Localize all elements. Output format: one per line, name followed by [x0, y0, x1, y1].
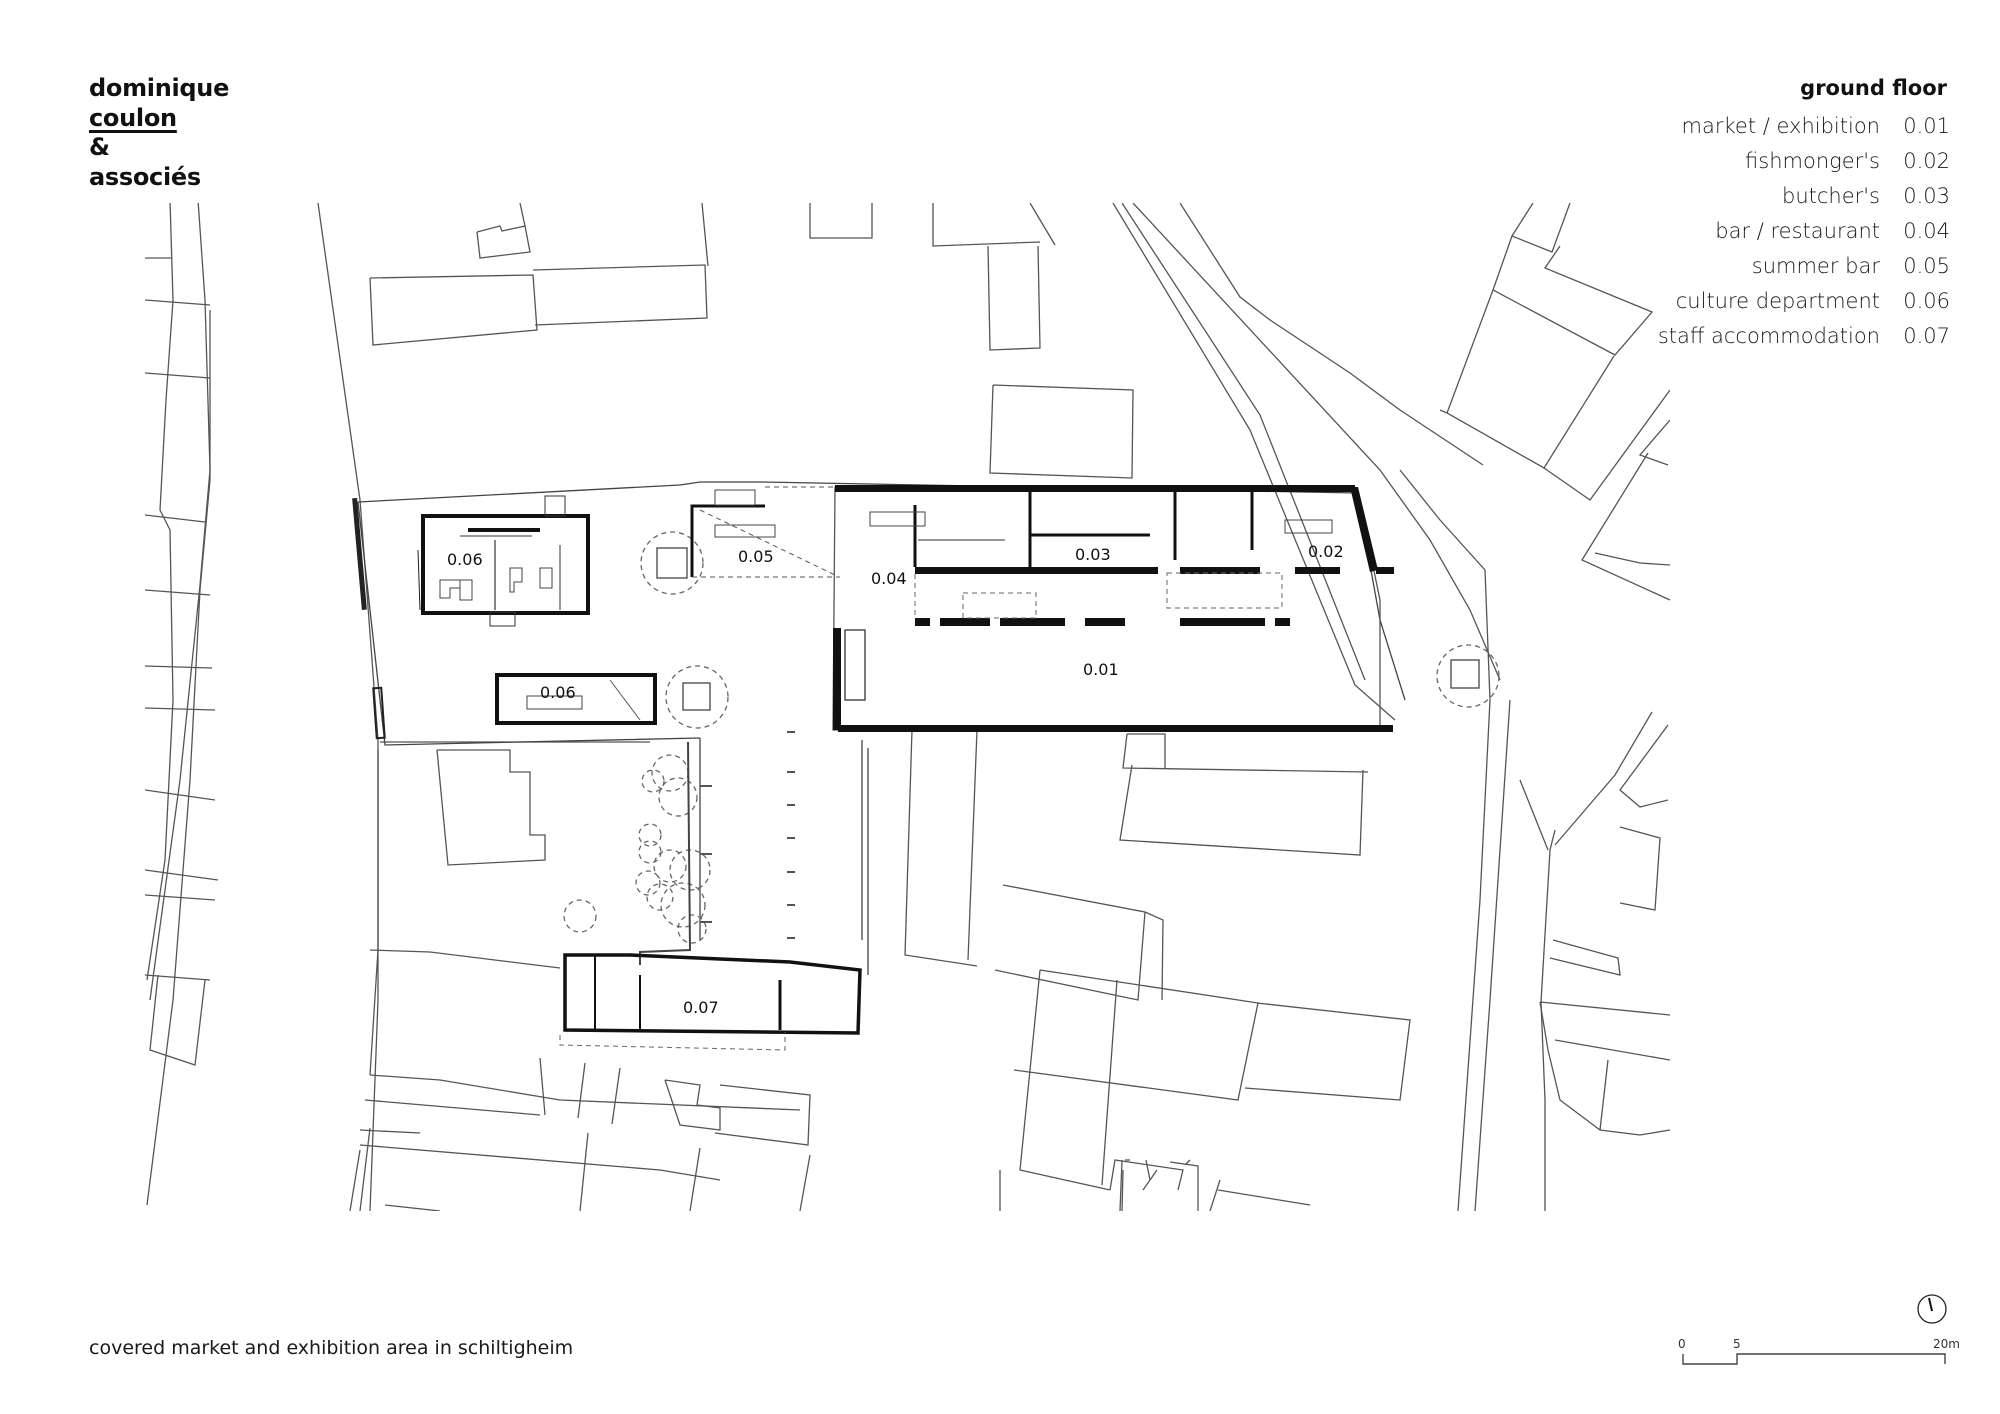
legend-label: butcher's: [1782, 184, 1880, 208]
legend-code: 0.03: [1903, 184, 1950, 208]
north-arrow-icon: [1917, 1294, 1947, 1324]
firm-line-3: &: [89, 133, 110, 161]
room-label-005: 0.05: [738, 547, 774, 566]
legend-row: summer bar 0.05: [1658, 254, 1950, 289]
legend-code: 0.06: [1903, 289, 1950, 313]
firm-logo: dominique coulon & associés: [89, 74, 229, 192]
room-label-001: 0.01: [1083, 660, 1119, 679]
legend-row: culture department 0.06: [1658, 289, 1950, 324]
scale-tick-20m: 20m: [1933, 1337, 1960, 1351]
room-label-004: 0.04: [871, 569, 907, 588]
legend-label: culture department: [1675, 289, 1880, 313]
legend-row: fishmonger's 0.02: [1658, 149, 1950, 184]
building-culture-south: [495, 673, 657, 725]
market-hall: [832, 485, 1394, 732]
project-site: [357, 481, 1500, 975]
scale-tick-5: 5: [1733, 1337, 1741, 1351]
room-legend: ground floor market / exhibition 0.01 fis…: [1658, 76, 1950, 359]
legend-row: market / exhibition 0.01: [1658, 114, 1950, 149]
room-label-003: 0.03: [1075, 545, 1111, 564]
legend-code: 0.05: [1903, 254, 1950, 278]
legend-row: staff accommodation 0.07: [1658, 324, 1950, 359]
legend-label: staff accommodation: [1657, 324, 1880, 348]
context-buildings: [145, 203, 1670, 1211]
legend-code: 0.04: [1903, 219, 1950, 243]
legend-title: ground floor: [1800, 76, 1947, 100]
legend-row: bar / restaurant 0.04: [1658, 219, 1950, 254]
building-culture-north: [417, 495, 590, 627]
legend-label: bar / restaurant: [1715, 219, 1880, 243]
summer-bar: [690, 486, 840, 578]
room-label-006b: 0.06: [540, 683, 576, 702]
legend-label: fishmonger's: [1745, 149, 1880, 173]
legend-label: summer bar: [1751, 254, 1880, 278]
legend-code: 0.02: [1903, 149, 1950, 173]
room-label-007: 0.07: [683, 998, 719, 1017]
firm-line-2: coulon: [89, 103, 177, 132]
legend-code: 0.01: [1903, 114, 1950, 138]
legend-label: market / exhibition: [1681, 114, 1880, 138]
firm-line-4: associés: [89, 162, 201, 191]
staff-accommodation: [559, 953, 862, 1051]
legend-code: 0.07: [1903, 324, 1950, 348]
scale-tick-0: 0: [1678, 1337, 1686, 1351]
room-label-006a: 0.06: [447, 550, 483, 569]
drawing-caption: covered market and exhibition area in sc…: [89, 1337, 574, 1359]
scale-bar: 0 5 20m: [1678, 1337, 1960, 1365]
legend-row: butcher's 0.03: [1658, 184, 1950, 219]
firm-line-1: dominique: [89, 74, 230, 102]
room-label-002: 0.02: [1308, 542, 1344, 561]
